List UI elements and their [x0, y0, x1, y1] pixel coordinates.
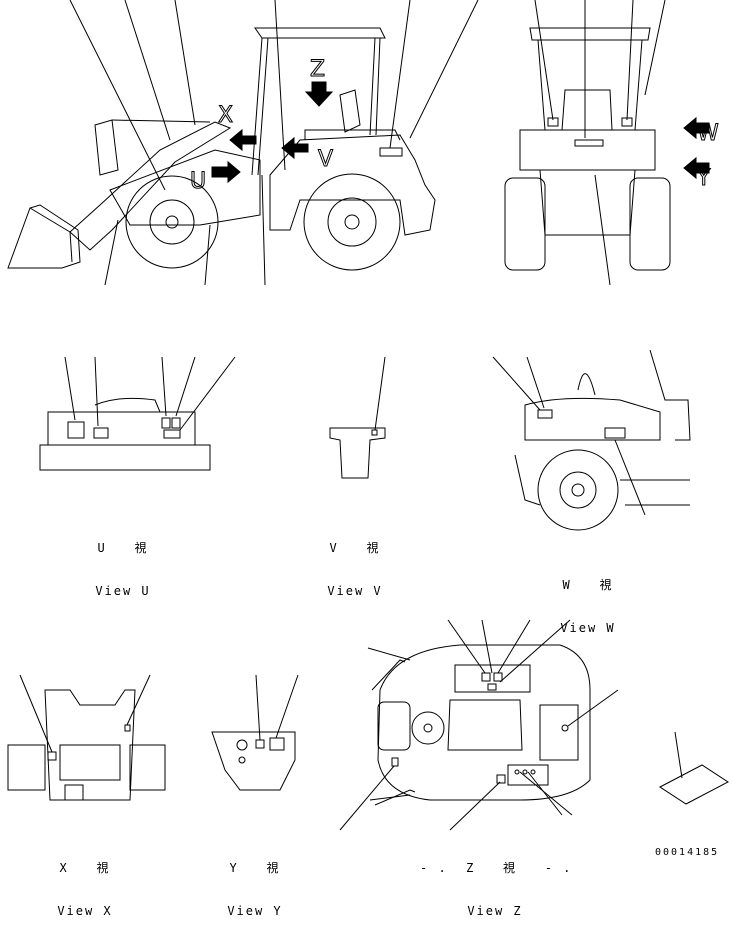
letter-y: Y	[696, 166, 711, 191]
view-y	[211, 674, 299, 791]
view-u	[39, 356, 236, 471]
view-w-en: View W	[560, 621, 616, 635]
view-z	[339, 619, 619, 831]
view-u-en: View U	[95, 584, 151, 598]
letter-w: W	[697, 121, 719, 146]
letter-v: V	[318, 147, 333, 172]
view-y-jp: Y 視	[229, 861, 281, 875]
view-u-caption: U 視 View U	[88, 511, 158, 612]
view-x	[7, 674, 166, 801]
view-x-caption: X 視 View X	[50, 831, 120, 932]
loader-rear-view: W Y	[504, 0, 720, 286]
view-y-caption: Y 視 View Y	[220, 831, 290, 932]
view-x-jp: X 視	[59, 861, 111, 875]
loader-side-view: Z X U V	[7, 0, 479, 286]
view-w-caption: W 視 View W	[553, 548, 623, 649]
decal-placement-diagram: Z X U V W Y	[7, 0, 729, 831]
letter-u: U	[190, 169, 206, 194]
view-v-caption: V 視 View V	[320, 511, 390, 612]
letter-x: X	[218, 103, 233, 128]
view-z-caption: - . Z 視 - . View Z	[420, 831, 570, 932]
view-y-en: View Y	[227, 904, 283, 918]
drawing-code: 00014185	[655, 847, 720, 858]
loose-label-sheet	[659, 731, 729, 805]
view-u-jp: U 視	[97, 541, 149, 555]
view-x-en: View X	[57, 904, 113, 918]
letter-z: Z	[310, 57, 325, 82]
view-v-en: View V	[327, 584, 383, 598]
view-z-jp: - . Z 視 - .	[420, 861, 573, 875]
view-v-jp: V 視	[329, 541, 381, 555]
view-w	[492, 349, 691, 531]
view-z-en: View Z	[467, 904, 523, 918]
view-v	[329, 356, 386, 479]
view-w-jp: W 視	[562, 578, 614, 592]
